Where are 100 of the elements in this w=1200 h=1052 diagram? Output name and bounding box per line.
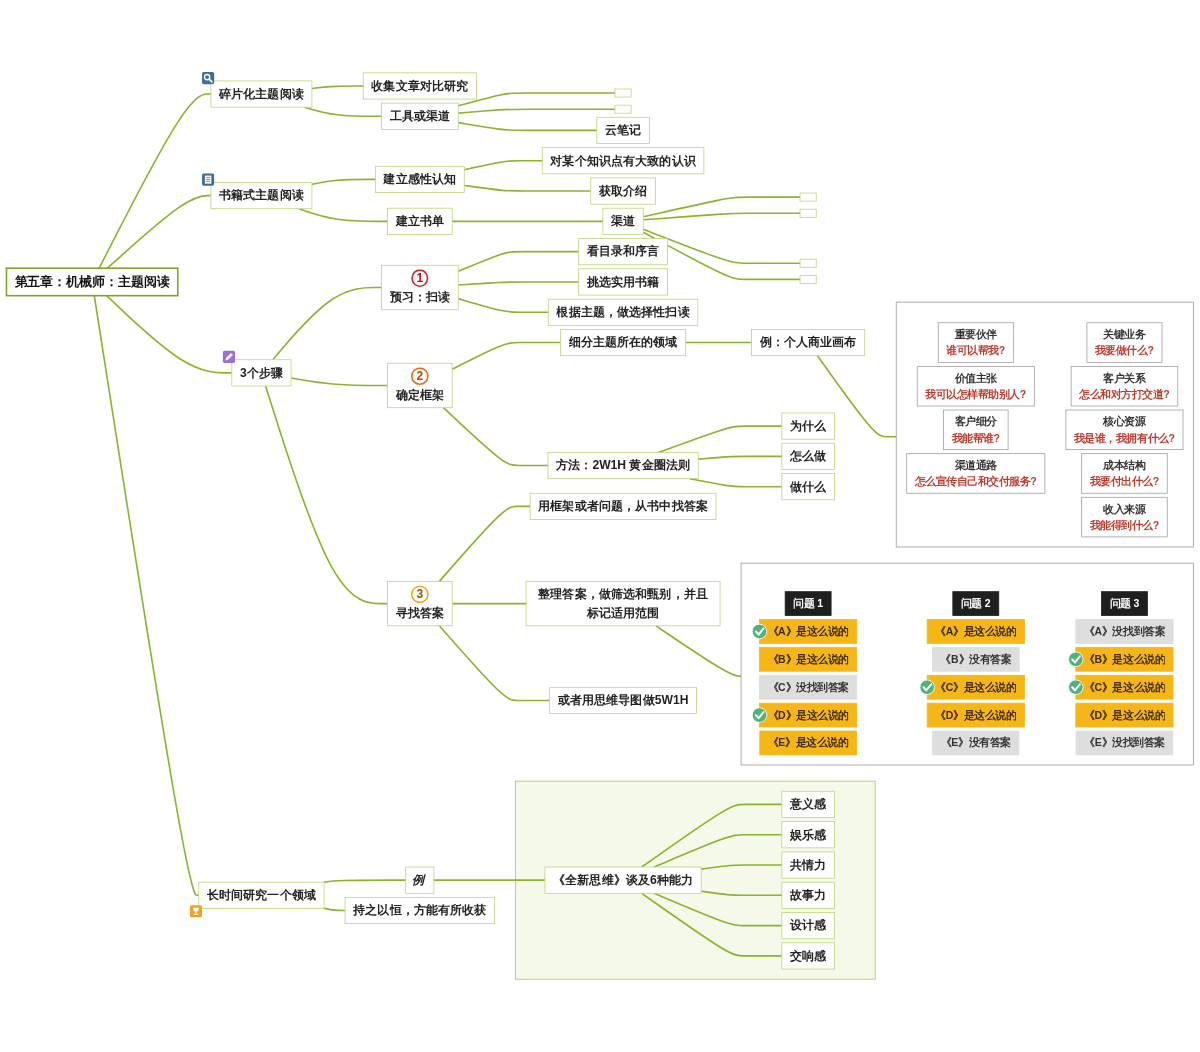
- connector: [457, 121, 598, 132]
- node-box: 建立书单: [387, 207, 453, 235]
- node-box: 共情力: [781, 851, 835, 879]
- connector: [700, 864, 783, 870]
- node-box: 设计感: [781, 912, 835, 940]
- connector: [640, 803, 783, 868]
- node-box: 整理答案，做筛选和甄别，并且标记适用范围: [525, 580, 721, 627]
- node-box: 《E》没有答案: [932, 730, 1020, 756]
- connector: [290, 377, 389, 387]
- node-box: 价值主张 我可以怎样帮助别人?: [916, 366, 1035, 407]
- node-box: 2 确定框架: [387, 362, 453, 409]
- node-box: 《C》是这么说的: [1075, 674, 1174, 700]
- node-box: 根据主题，做选择性扫读: [547, 298, 699, 326]
- connector: [642, 196, 801, 218]
- connector: [311, 178, 377, 186]
- node-box: 获取介绍: [590, 177, 656, 205]
- node-box: 问题 2: [952, 591, 1000, 616]
- node-box: 成本结构 我要付出什么?: [1081, 453, 1168, 494]
- node-box: 《E》没找到答案: [1075, 730, 1174, 756]
- node-box: 收入来源 我能得到什么?: [1081, 496, 1168, 538]
- connector: [700, 890, 783, 897]
- connector: [438, 625, 551, 702]
- node-box: [799, 192, 817, 202]
- node-box: 《A》是这么说的: [759, 619, 858, 644]
- connector: [271, 286, 383, 361]
- node-box: 3个步骤: [231, 359, 292, 387]
- node-box: 客户细分 我能帮谁?: [943, 409, 1009, 451]
- node-box: 工具或渠道: [381, 102, 459, 130]
- node-box: 细分主题所在的领域: [560, 329, 687, 357]
- node-box: [799, 208, 817, 218]
- node-box: 收集文章对比研究: [362, 72, 477, 100]
- node-box: 问题 1: [784, 591, 832, 616]
- connector: [653, 892, 783, 927]
- node-box: 做什么: [781, 473, 835, 501]
- connector: [697, 455, 783, 460]
- connector: [311, 85, 365, 90]
- node-box: 第五章：机械师：主题阅读: [5, 267, 179, 297]
- node-box: 核心资源 我是谁，我拥有什么?: [1065, 409, 1184, 451]
- node-box: 《D》是这么说的: [759, 702, 858, 728]
- connector: [323, 879, 407, 884]
- node-box: 持之以恒，方能有所收获: [344, 896, 495, 924]
- node-box: [799, 274, 817, 284]
- node-box: 看目录和序言: [578, 238, 668, 266]
- node-box: [614, 88, 632, 98]
- node-box: 问题 3: [1101, 591, 1148, 616]
- node-box: 《B》是这么说的: [759, 647, 858, 672]
- node-box: 方法：2W1H 黄金圈法则: [547, 451, 699, 480]
- node-box: 对某个知识点有大致的认识: [541, 147, 705, 175]
- connector: [816, 354, 898, 438]
- node-box: 《E》是这么说的: [759, 730, 857, 756]
- node-box: 1 预习：扫读: [381, 264, 459, 311]
- node-box: 交响感: [781, 942, 835, 970]
- node-box: [614, 104, 632, 114]
- cluster: [895, 301, 1194, 548]
- node-box: 《A》是这么说的: [926, 619, 1025, 644]
- node-box: 长时间研究一个领域: [198, 881, 325, 909]
- connector: [105, 294, 233, 374]
- node-box: 《D》是这么说的: [1075, 702, 1174, 728]
- connector: [642, 231, 801, 281]
- node-box: 3 寻找答案: [387, 580, 453, 627]
- connector: [463, 159, 544, 171]
- connector: [438, 505, 531, 583]
- node-box: 或者用思维导图做5W1H: [549, 686, 697, 714]
- connector: [642, 228, 801, 265]
- node-box: 用框架或者问题，从书中找答案: [529, 492, 717, 520]
- node-box: 例: [405, 866, 435, 894]
- node-box: 《A》没找到答案: [1075, 619, 1174, 644]
- connector: [451, 341, 562, 370]
- connector: [433, 879, 546, 881]
- node-box: 故事力: [781, 881, 835, 909]
- connector: [451, 220, 604, 223]
- connector: [451, 602, 527, 605]
- node-box: 关键业务 我要做什么?: [1086, 322, 1163, 363]
- connector: [457, 250, 580, 273]
- connector: [106, 194, 212, 269]
- connector: [640, 892, 783, 957]
- connector: [442, 406, 549, 467]
- connector: [457, 281, 580, 286]
- node-box: 渠道: [602, 207, 644, 235]
- node-box: 建立感性认知: [374, 165, 465, 193]
- node-box: 《D》是这么说的: [926, 702, 1025, 728]
- node-box: 客户关系 怎么和对方打交道?: [1070, 366, 1179, 407]
- connector: [653, 833, 783, 868]
- node-box: 为什么: [781, 412, 835, 440]
- node-box: 《B》没有答案: [932, 647, 1020, 672]
- cluster: [740, 562, 1194, 766]
- connector: [323, 907, 346, 912]
- node-box: 挑选实用书籍: [578, 268, 668, 296]
- node-box: 例：个人商业画布: [751, 329, 866, 357]
- node-box: [799, 258, 817, 268]
- connector: [684, 341, 753, 344]
- connector: [658, 425, 783, 454]
- node-box: 渠道通路 怎么宣传自己和交付服务?: [906, 453, 1046, 494]
- connector: [463, 184, 592, 192]
- connector: [98, 93, 212, 269]
- node-box: 意义感: [781, 790, 835, 818]
- connector: [264, 385, 389, 605]
- node-box: 《C》没找到答案: [759, 674, 858, 700]
- node-box: 云笔记: [596, 116, 650, 144]
- node-box: 《C》是这么说的: [926, 674, 1025, 700]
